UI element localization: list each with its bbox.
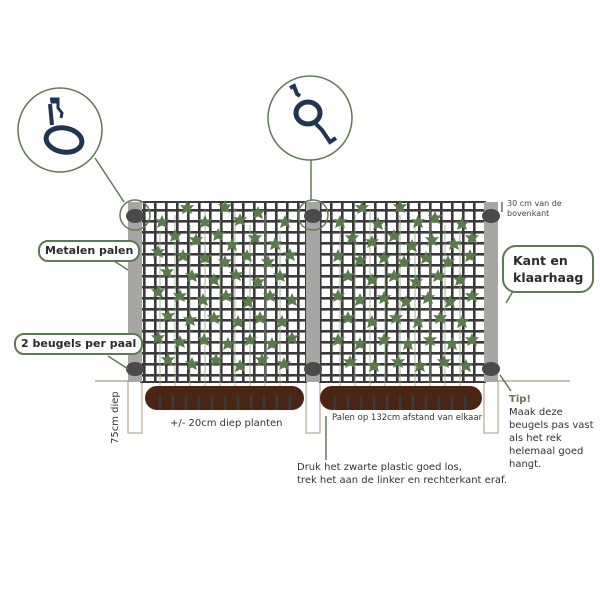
metal-post-right	[484, 202, 498, 382]
highlight-circle-left	[119, 199, 151, 231]
double-ring-bracket-icon	[289, 83, 338, 145]
pointer-brackets	[107, 355, 129, 370]
callout-pointer-left	[94, 157, 125, 203]
ring-bracket-icon	[43, 97, 85, 155]
instruction-text: Druk het zwarte plastic goed los, trek h…	[297, 462, 508, 486]
post-brackets	[126, 209, 500, 376]
top-offset-label: 30 cm van de bovenkant	[507, 199, 562, 218]
root-ball-stakes	[158, 395, 467, 410]
bubble-ready-hedge: Kant en klaarhaag	[502, 245, 595, 293]
bubble-metal-posts: Metalen palen	[38, 240, 141, 262]
pointer-tip	[499, 374, 512, 392]
tip-box: Tip! Maak deze beugels pas vast als het …	[509, 394, 594, 470]
post-underground-right	[483, 380, 499, 434]
post-underground-left	[127, 380, 143, 434]
callout-circle-middle	[267, 75, 353, 161]
trellis-grid-right	[320, 202, 485, 382]
post-underground-middle	[305, 380, 321, 434]
metal-post-middle	[306, 202, 320, 382]
bubble-brackets-per-post: 2 beugels per paal	[14, 333, 144, 355]
highlight-circle-middle	[297, 199, 329, 231]
trellis-grid-left	[141, 202, 306, 382]
planting-depth-label: +/- 20cm diep planten	[170, 418, 283, 429]
post-depth-label: 75cm diep	[110, 391, 121, 444]
post-spacing-label: Palen op 132cm afstand van elkaar	[332, 413, 483, 423]
